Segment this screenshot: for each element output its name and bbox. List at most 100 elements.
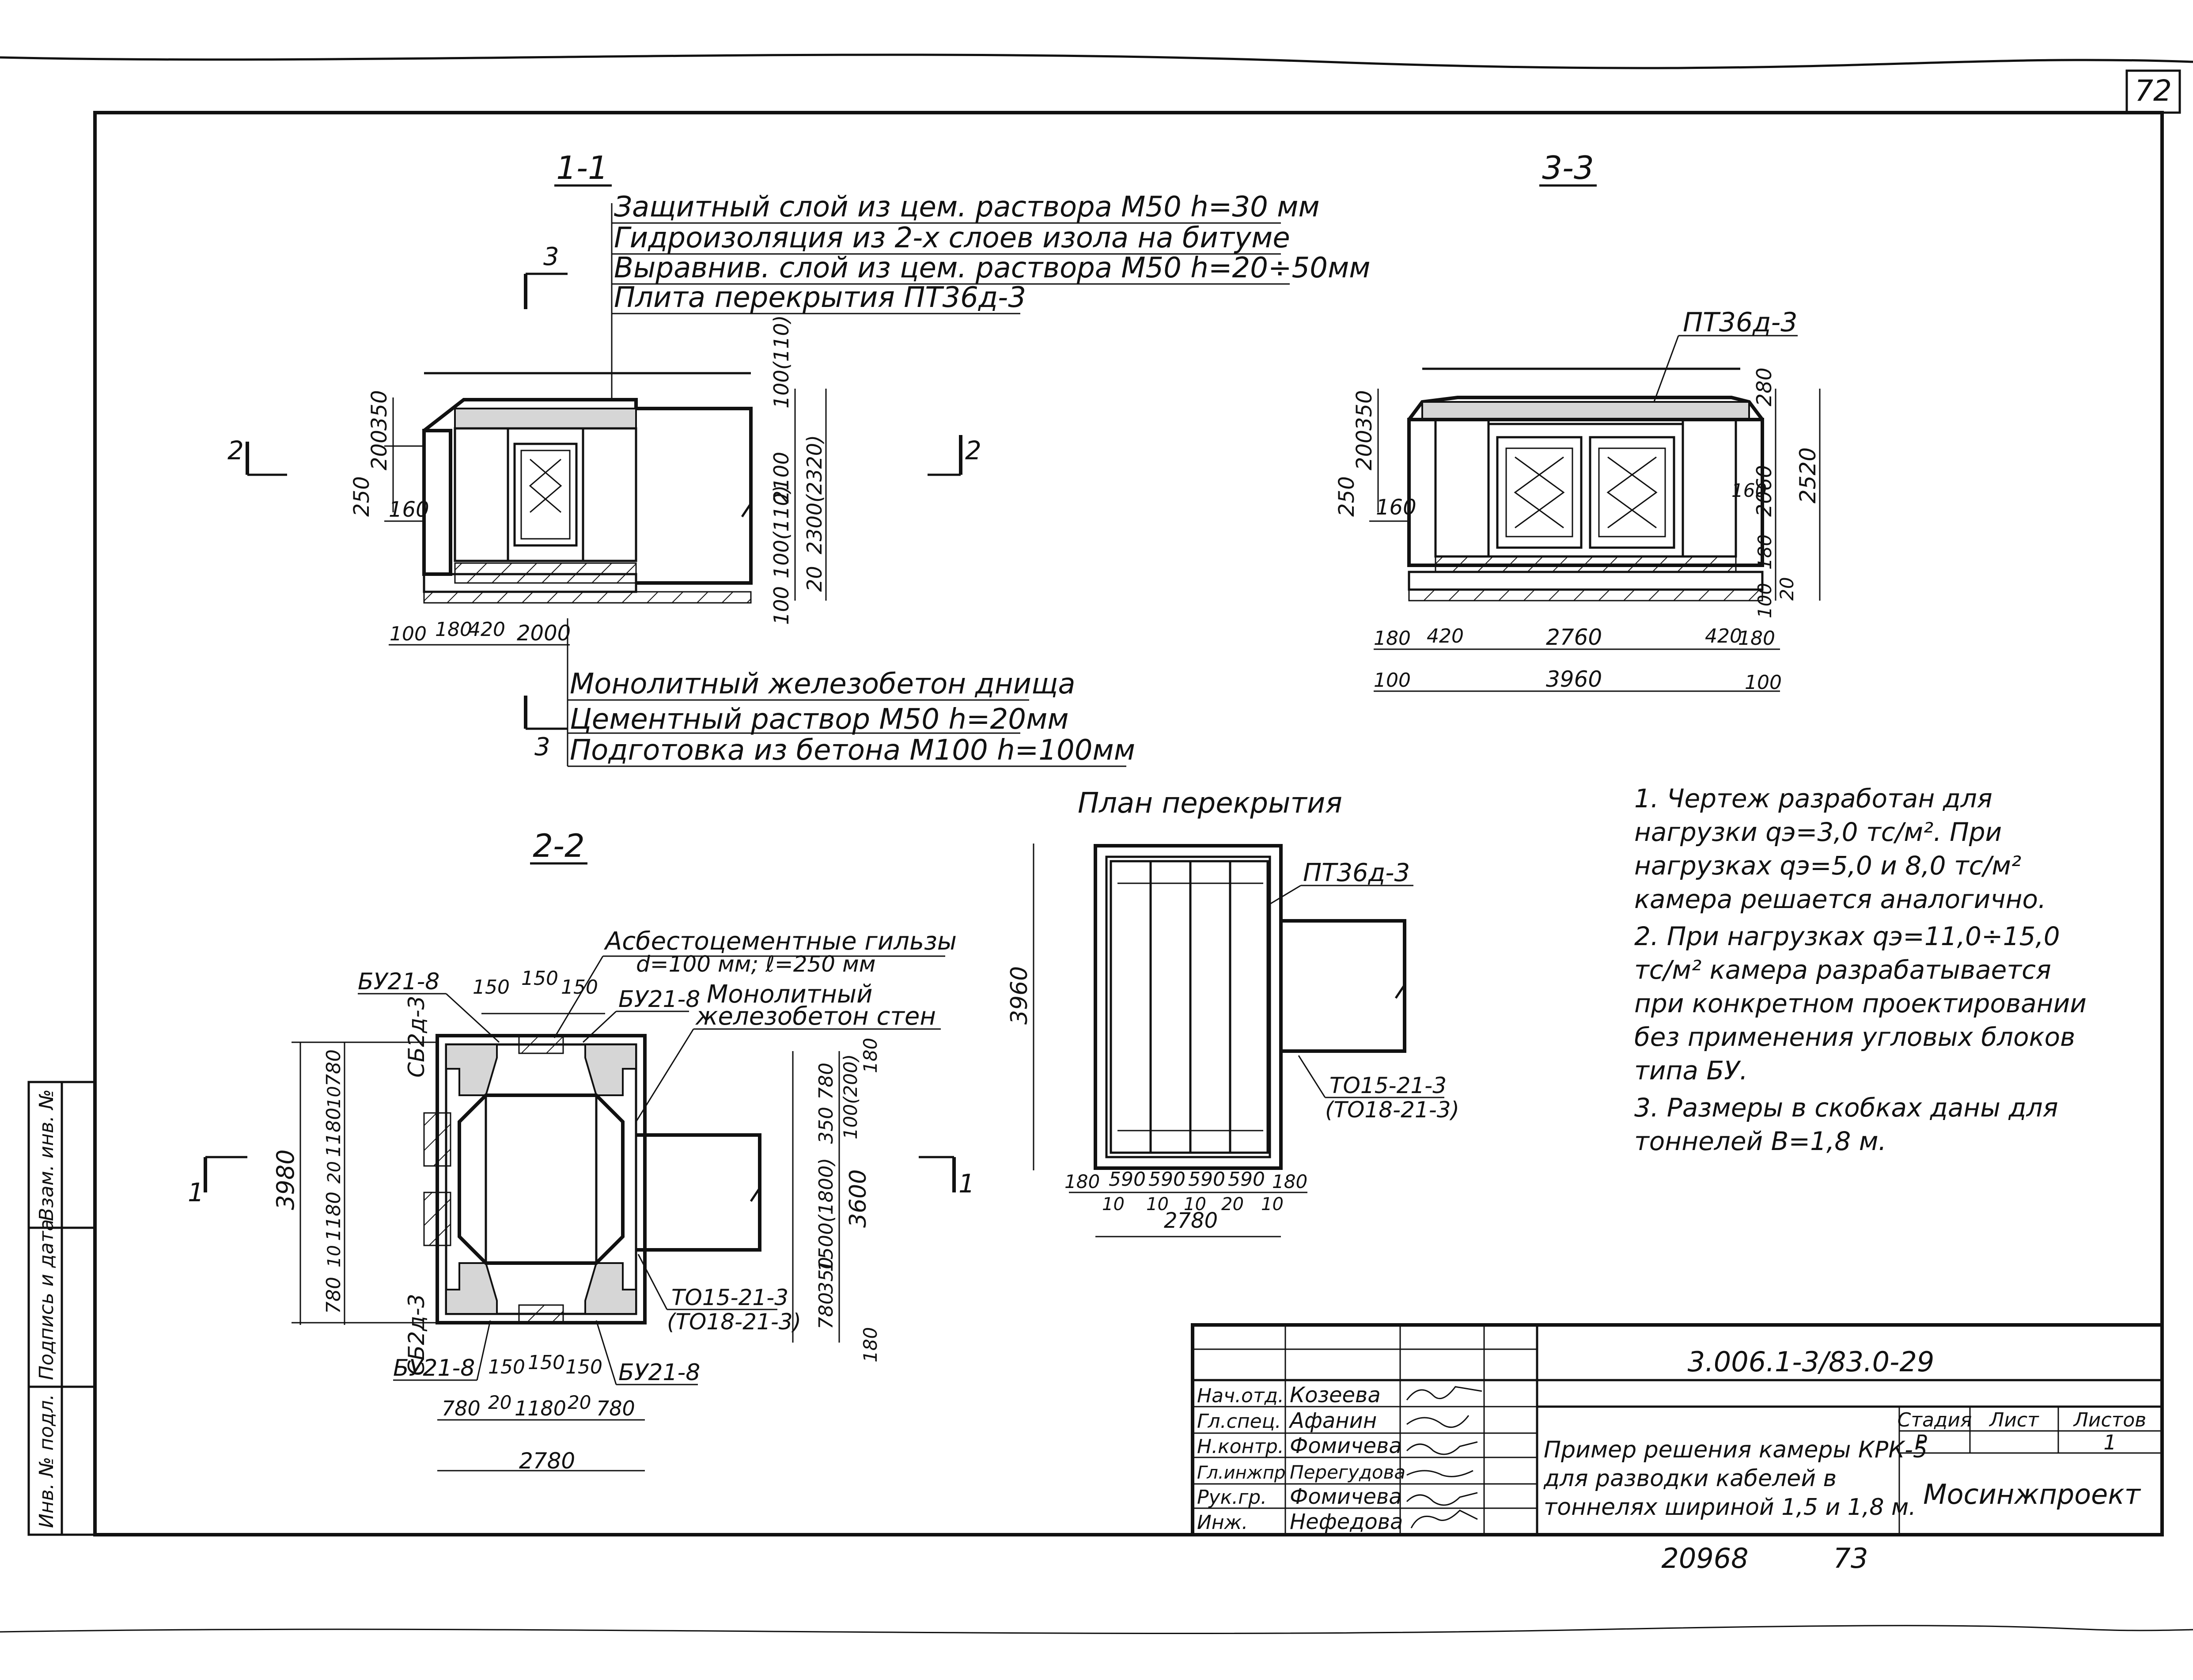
tb-col-sheets: Листов: [2073, 1409, 2146, 1431]
plan-dim-3960: 3960: [1006, 966, 1033, 1025]
cut-mark-1-left: 1: [188, 1177, 204, 1207]
plan-title: План перекрытия: [1078, 787, 1342, 820]
s11-dim-2300: 2300(2320): [803, 435, 826, 554]
note-3: 3. Размеры в скобках даны для тоннелей В…: [1634, 1093, 2058, 1156]
plan-dim-2780: 2780: [1164, 1208, 1218, 1233]
s11-note-1: Защитный слой из цем. раствора М50 h=30 …: [614, 191, 1320, 223]
s11-note-2: Гидроизоляция из 2-х слоев изола на биту…: [614, 222, 1290, 254]
s33-base: [1435, 556, 1737, 573]
tb-signatures: [1406, 1386, 1482, 1529]
s11-bnote-2: Цементный раствор М50 h=20мм: [570, 703, 1069, 736]
s22-dim-l10-b: 10: [324, 1245, 345, 1268]
plan-to1: ТО15-21-3: [1329, 1073, 1447, 1098]
s22-dim-b150-3: 150: [565, 1356, 602, 1378]
s22-wall-label: Монолитный: [707, 980, 872, 1009]
s22-bu-bl: БУ21-8: [393, 1355, 475, 1381]
s33-dim-2520: 2520: [1795, 447, 1821, 503]
tb-name-6: Нефедова: [1290, 1510, 1403, 1534]
plan-dim-180-r: 180: [1272, 1171, 1307, 1192]
s33-dim-280: 280: [1752, 367, 1776, 406]
tb-org: Мосинжпроект: [1923, 1478, 2141, 1510]
tb-stage: Р: [1915, 1430, 1927, 1454]
s11-bnote-1: Монолитный железобетон днища: [570, 668, 1076, 700]
drawing-frame: [93, 111, 2164, 1536]
title-block: 3.006.1-3/83.0-29 Пример решения камеры …: [1191, 1323, 2164, 1536]
s22-dim-t150-1: 150: [473, 976, 510, 999]
cut-mark-3-top: 3: [543, 242, 559, 271]
s22-dim-h1180: 1180: [515, 1396, 566, 1420]
tb-role-5: Рук.гр.: [1197, 1486, 1267, 1509]
tb-role-1: Нач.отд.: [1197, 1385, 1284, 1407]
s33-dim-b2760: 2760: [1546, 624, 1602, 650]
tb-name-5: Фомичева: [1290, 1484, 1402, 1509]
s33-dim-20-v: 20: [1776, 577, 1798, 601]
s33-dim-100-v: 100: [1754, 583, 1776, 618]
s22-dim-l1180-b: 1180: [322, 1192, 345, 1241]
plan-dim-10-3: 10: [1184, 1194, 1206, 1215]
s22-dim-l780-bot: 780: [322, 1277, 345, 1314]
plan-dim-590-2: 590: [1148, 1168, 1186, 1191]
s22-dim-b150-1: 150: [488, 1356, 525, 1378]
tb-role-2: Гл.спец.: [1197, 1410, 1281, 1433]
plan-dim-590-3: 590: [1188, 1168, 1225, 1191]
s33-dim-180-v: 180: [1754, 534, 1776, 570]
s33-dim-b180-l: 180: [1374, 627, 1411, 650]
s22-dim-r180-bot: 180: [860, 1327, 881, 1362]
s11-dim-2100: 2100: [769, 452, 793, 503]
tb-name-4: Перегудова: [1290, 1461, 1405, 1483]
cut-mark-2-right: 2: [965, 435, 981, 465]
s22-dim-l1180-a: 1180: [322, 1108, 345, 1157]
tb-role-6: Инж.: [1197, 1511, 1248, 1534]
notes-block: 1. Чертеж разработан для нагрузки qэ=3,0…: [1634, 783, 2087, 1156]
tb-sheets: 1: [2103, 1430, 2116, 1454]
s11-slab: [454, 408, 637, 429]
s11-dim-b2000: 2000: [517, 621, 571, 646]
s11-dim-b180: 180: [435, 618, 472, 641]
s22-bu-tl: БУ21-8: [358, 969, 439, 995]
s22-dim-r780-b: 780: [815, 1292, 837, 1329]
tb-name-1: Козеева: [1290, 1383, 1381, 1408]
s11-dim-160: 160: [389, 497, 429, 522]
s33-dim-250: 250: [1334, 476, 1359, 517]
sheet-number: 72: [2135, 74, 2172, 108]
s22-dim-h780-r: 780: [596, 1396, 635, 1420]
s22-dim-r350-a: 350: [815, 1107, 837, 1144]
plan-dim-590-4: 590: [1228, 1168, 1265, 1191]
s22-dim-3600: 3600: [845, 1169, 871, 1228]
s22-dim-h780-l: 780: [442, 1396, 481, 1420]
plan-tunnel: [1281, 919, 1406, 1053]
side-stamp-inv: Инв. № подл.: [35, 1394, 58, 1528]
slab-plan: План перекрытия ПТ36д-3 ТО15-21-3 (ТО18-…: [1006, 787, 1459, 1237]
s22-sb-bottom: СБ2д-3: [404, 1294, 429, 1376]
tb-role-4: Гл.инжпр: [1197, 1463, 1285, 1483]
s22-bu-br: БУ21-8: [618, 1359, 700, 1386]
plan-dim-10-4: 10: [1261, 1194, 1284, 1215]
section-2-2: 2-2 БУ21-8 БУ21-8 БУ21-8 БУ21-8 С: [188, 827, 975, 1474]
cut-mark-1-right: 1: [958, 1169, 975, 1199]
section-2-2-title: 2-2: [533, 827, 585, 864]
s22-pipes-left-1: [423, 1112, 451, 1167]
section-3-3: 3-3 ПТ36д-3 350 200 250 160 160 280 206: [1334, 149, 1821, 694]
plan-to2: (ТО18-21-3): [1325, 1097, 1459, 1123]
side-stamp: Инв. № подл. Подпись и дата Взам. инв. №: [27, 1081, 96, 1536]
s22-dim-r180-top: 180: [860, 1038, 881, 1073]
s22-dim-r100-200: 100(200): [840, 1054, 861, 1139]
s22-dim-l780-top: 780: [322, 1049, 345, 1086]
plan-outline: [1094, 844, 1283, 1170]
tb-title-3: тоннелях шириной 1,5 и 1,8 м.: [1544, 1494, 1916, 1521]
s33-dim-b420-l: 420: [1427, 625, 1464, 647]
s33-slab: [1421, 401, 1750, 420]
s22-dim-r350-b: 350: [815, 1257, 837, 1294]
s22-bu-tr: БУ21-8: [618, 986, 700, 1013]
s22-dim-b150-2: 150: [528, 1351, 565, 1374]
plan-dim-180-l: 180: [1064, 1171, 1100, 1192]
tb-name-3: Фомичева: [1290, 1434, 1402, 1458]
top-edge-line: [0, 53, 2193, 69]
s22-to2: (ТО18-21-3): [667, 1309, 801, 1335]
plan-slabs: [1110, 860, 1269, 1154]
side-stamp-sign: Подпись и дата: [35, 1219, 58, 1380]
s22-dim-3980: 3980: [272, 1150, 299, 1210]
section-1-1-title: 1-1: [556, 149, 608, 186]
s22-pipes-top: [518, 1035, 564, 1054]
s11-dim-100-110-bot: 100(110): [769, 485, 793, 579]
